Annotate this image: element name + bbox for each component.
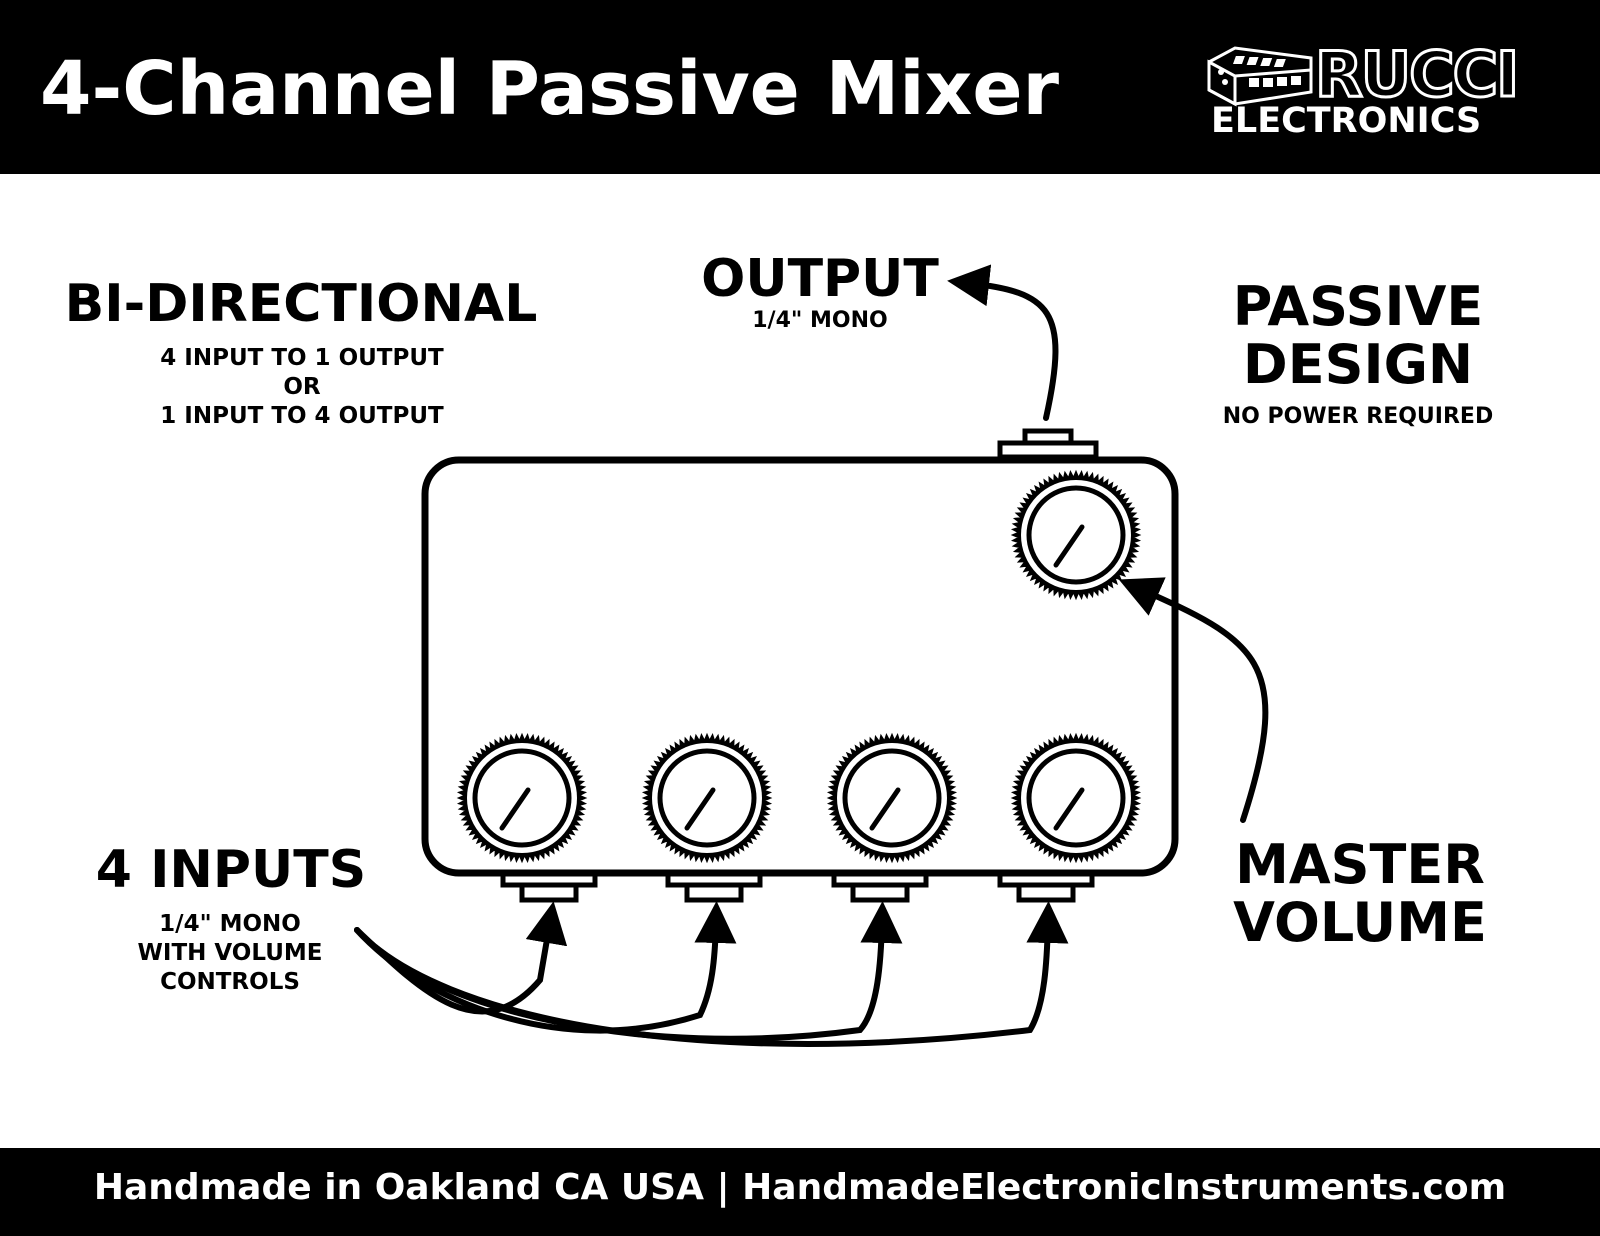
passive-heading-line-1: PASSIVE xyxy=(1232,275,1484,338)
knob-pointer xyxy=(499,787,531,831)
master-volume-arrow xyxy=(1118,577,1269,823)
passive-heading-line-2: DESIGN xyxy=(1242,333,1474,396)
logo-mark: RUCCI xyxy=(1205,38,1521,111)
input-knob-3 xyxy=(826,732,958,864)
brand-logo: RUCCI ELECTRONICS xyxy=(1205,42,1560,142)
output-heading: OUTPUT xyxy=(701,249,939,309)
inputs-line-3: CONTROLS xyxy=(160,969,300,995)
footer-bar: Handmade in Oakland CA USA | HandmadeEle… xyxy=(0,1148,1600,1236)
logo-wordmark: RUCCI xyxy=(1313,38,1520,111)
output-arrow xyxy=(947,264,1059,421)
page-title: 4-Channel Passive Mixer xyxy=(40,46,1060,132)
input-arrow-4 xyxy=(354,901,1069,1047)
knob-pointer xyxy=(1053,524,1085,568)
mixer-enclosure xyxy=(421,456,1179,877)
bidirectional-line-2: OR xyxy=(283,374,321,400)
keyboard-logo-icon xyxy=(1207,46,1313,107)
bidirectional-line-3: 1 INPUT TO 4 OUTPUT xyxy=(160,403,444,429)
master-heading-line-1: MASTER xyxy=(1235,833,1485,896)
output-jack xyxy=(997,428,1099,460)
input-knob-1 xyxy=(456,732,588,864)
output-sub: 1/4" MONO xyxy=(752,308,888,333)
knob-pointer xyxy=(869,787,901,831)
bidirectional-heading: BI-DIRECTIONAL xyxy=(64,274,538,334)
input-knob-4 xyxy=(1010,732,1142,864)
header-bar: 4-Channel Passive Mixer xyxy=(0,0,1600,174)
passive-sub: NO POWER REQUIRED xyxy=(1222,404,1494,429)
footer-text: Handmade in Oakland CA USA | HandmadeEle… xyxy=(93,1167,1507,1208)
knob-pointer xyxy=(1053,787,1085,831)
inputs-heading: 4 INPUTS xyxy=(95,840,367,900)
inputs-line-1: 1/4" MONO xyxy=(159,911,301,937)
master-heading-line-2: VOLUME xyxy=(1233,891,1487,954)
logo-subtitle: ELECTRONICS xyxy=(1211,101,1482,141)
bidirectional-line-1: 4 INPUT TO 1 OUTPUT xyxy=(160,345,444,371)
input-knob-2 xyxy=(641,732,773,864)
inputs-line-2: WITH VOLUME xyxy=(137,940,323,966)
master-volume-knob xyxy=(1010,469,1142,601)
knob-pointer xyxy=(684,787,716,831)
